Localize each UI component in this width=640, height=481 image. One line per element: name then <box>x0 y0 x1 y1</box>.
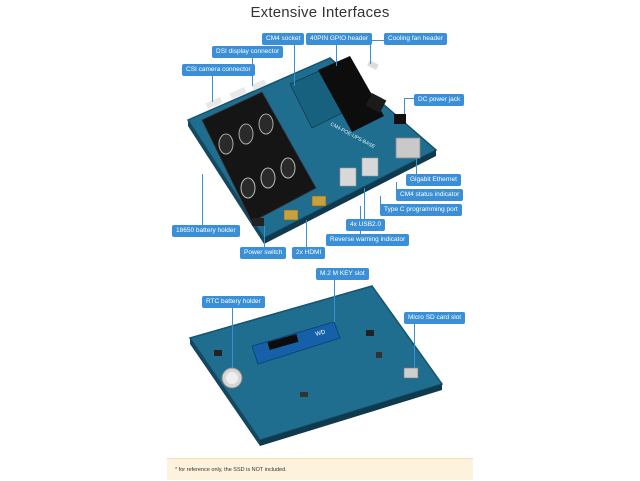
leader-rtc <box>232 304 233 368</box>
leader-cooling-fan <box>370 40 386 41</box>
csi-connector <box>205 97 223 109</box>
footnote-star: * <box>175 467 178 473</box>
hdmi-port-2 <box>311 195 327 207</box>
leader-ethernet <box>416 158 417 174</box>
ethernet-port <box>395 137 421 159</box>
usb-port-2 <box>361 157 379 177</box>
ssd-module <box>251 321 341 365</box>
label-rtc-battery-holder: RTC battery holder <box>202 296 265 308</box>
hdmi-port-1 <box>283 209 299 221</box>
dc-power-jack <box>394 114 406 124</box>
label-type-c-port: Type C programming port <box>380 204 462 216</box>
leader-m2 <box>334 276 335 322</box>
label-cm4-status-indicator: CM4 status indicator <box>396 189 464 201</box>
leader-cm4-socket <box>294 42 295 86</box>
cooling-fan-header <box>367 60 379 70</box>
label-reverse-indicator: Reverse warning indicator <box>326 234 410 246</box>
usb-port-1 <box>339 167 357 187</box>
battery-holder-18650 <box>201 91 317 223</box>
dsi-connector <box>229 87 247 99</box>
label-power-switch: Power switch <box>240 247 287 259</box>
leader-gpio-header <box>336 42 337 66</box>
leader-status-indicator <box>396 182 397 192</box>
label-micro-sd-slot: Micro SD card slot <box>404 312 466 324</box>
top-board: CM4-POE-UPS-BASE <box>186 56 438 244</box>
leader-csi <box>212 72 213 102</box>
label-dc-power-jack: DC power jack <box>414 94 465 106</box>
leader-type-c <box>380 196 381 208</box>
leader-hdmi <box>306 220 307 248</box>
label-gigabit-ethernet: Gigabit Ethernet <box>406 174 461 186</box>
label-cm4-socket: CM4 socket <box>262 33 305 45</box>
batteries <box>218 113 296 199</box>
label-csi-connector: CSI camera connector <box>182 64 255 76</box>
label-dsi-connector: DSI display connector <box>212 46 284 58</box>
footnote-text: for reference only, the SSD is NOT inclu… <box>177 467 287 473</box>
label-cooling-fan-header: Cooling fan header <box>384 33 447 45</box>
bottom-board: WD <box>188 285 444 446</box>
label-usb: 4x USB2.0 <box>346 219 386 231</box>
micro-sd-slot <box>403 367 419 379</box>
power-switch <box>252 218 264 226</box>
leader-power-switch <box>264 226 265 248</box>
footnote: * for reference only, the SSD is NOT inc… <box>167 458 473 480</box>
page-title: Extensive Interfaces <box>250 4 390 21</box>
leader-usb <box>364 188 365 220</box>
ssd-label: WD <box>315 329 327 338</box>
leader-dc-jack <box>404 98 405 114</box>
label-m2-slot: M.2 M KEY slot <box>316 268 369 280</box>
label-hdmi: 2x HDMI <box>292 247 326 259</box>
leader-battery-holder <box>202 174 203 226</box>
gpio-header <box>318 56 384 132</box>
leader-micro-sd <box>414 322 415 368</box>
label-gpio-header: 40PIN GPIO header <box>306 33 373 45</box>
label-18650-battery-holder: 18650 battery holder <box>172 225 240 237</box>
